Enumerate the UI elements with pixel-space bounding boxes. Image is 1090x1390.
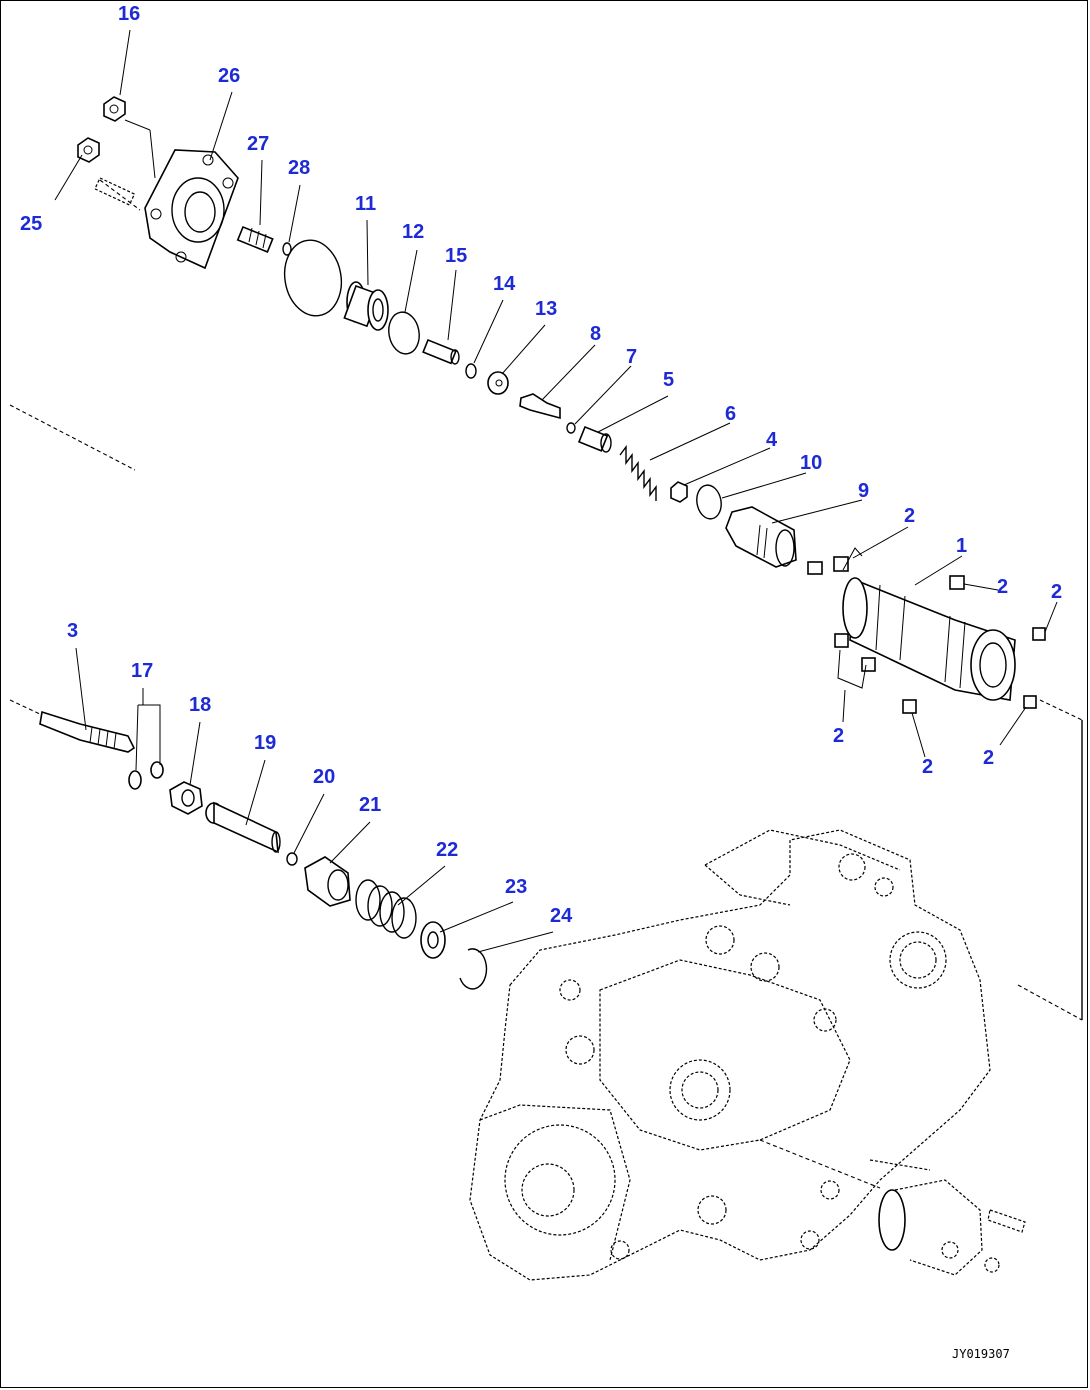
part-21-retainer bbox=[304, 856, 351, 907]
callout-2-c: 2 bbox=[1051, 581, 1062, 603]
part-12-oring bbox=[388, 311, 420, 355]
pump-body bbox=[469, 829, 1026, 1281]
plug-a bbox=[807, 561, 823, 575]
part-27-plug bbox=[236, 225, 274, 254]
part-6-spring bbox=[619, 444, 657, 501]
part-15-pin bbox=[422, 338, 460, 365]
callout-7: 7 bbox=[626, 346, 637, 368]
lower-assembly bbox=[9, 699, 488, 990]
part-17-pieces bbox=[128, 761, 164, 790]
part-1-body bbox=[842, 577, 1016, 701]
callout-20: 20 bbox=[313, 766, 335, 788]
callout-24: 24 bbox=[550, 905, 573, 927]
part-23-washer bbox=[420, 921, 446, 959]
callout-18: 18 bbox=[189, 694, 211, 716]
callout-12: 12 bbox=[402, 221, 424, 243]
pump-axis bbox=[759, 1139, 881, 1189]
part-3-spool bbox=[39, 710, 136, 753]
callout-22: 22 bbox=[436, 839, 458, 861]
callout-27: 27 bbox=[247, 133, 269, 155]
upper-assembly bbox=[9, 96, 1083, 1021]
part-10-oring bbox=[696, 484, 722, 520]
callout-11: 11 bbox=[355, 193, 376, 215]
callout-2-e: 2 bbox=[922, 756, 933, 778]
callout-6: 6 bbox=[725, 403, 736, 425]
part-24-snap-ring bbox=[459, 948, 488, 990]
part-11-sleeve bbox=[343, 281, 389, 331]
callout-4: 4 bbox=[766, 429, 778, 451]
callout-17: 17 bbox=[131, 660, 153, 682]
part-16-nut bbox=[103, 96, 126, 122]
callout-9: 9 bbox=[858, 480, 869, 502]
plug-f bbox=[861, 657, 876, 672]
callout-19: 19 bbox=[254, 732, 276, 754]
axis-return bbox=[1017, 984, 1083, 1021]
plug-g bbox=[902, 699, 917, 714]
callout-28: 28 bbox=[288, 157, 310, 179]
large-oring bbox=[283, 239, 343, 317]
part-9-sleeve bbox=[725, 506, 797, 568]
upper-axis-left bbox=[9, 404, 136, 471]
callout-14: 14 bbox=[493, 273, 516, 295]
part-14-oring bbox=[465, 363, 477, 379]
upper-axis-right bbox=[1039, 699, 1083, 721]
callout-1: 1 bbox=[956, 535, 967, 557]
part-28-oring bbox=[282, 242, 292, 256]
callout-8: 8 bbox=[590, 323, 601, 345]
part-7-ring bbox=[566, 422, 576, 434]
part-4-nut bbox=[670, 481, 688, 503]
part-2-plugs bbox=[807, 547, 1046, 714]
callout-2-a: 2 bbox=[904, 505, 915, 527]
callout-labels: 16 26 27 28 25 11 12 15 14 13 8 7 5 6 4 … bbox=[20, 3, 1062, 927]
callout-26: 26 bbox=[218, 65, 240, 87]
callout-23: 23 bbox=[505, 876, 527, 898]
lower-axis-left bbox=[9, 699, 43, 716]
callout-13: 13 bbox=[535, 298, 557, 320]
part-5-cap bbox=[577, 425, 612, 453]
part-25-nut bbox=[77, 137, 100, 163]
callout-10: 10 bbox=[800, 452, 822, 474]
part-13-seat bbox=[487, 371, 509, 395]
plug-h bbox=[1023, 695, 1037, 709]
part-26-cover bbox=[144, 149, 239, 270]
plug-e bbox=[834, 633, 849, 648]
plug-d bbox=[1032, 627, 1046, 641]
callout-3: 3 bbox=[67, 620, 78, 642]
part-18-nut bbox=[169, 781, 203, 815]
part-20-oring bbox=[286, 852, 298, 866]
leader-lines bbox=[54, 29, 1058, 953]
drawing-code: JY019307 bbox=[952, 1347, 1010, 1361]
part-19-rod bbox=[205, 801, 281, 854]
upper-axis-start bbox=[99, 179, 141, 211]
plug-c bbox=[949, 575, 965, 590]
callout-5: 5 bbox=[663, 369, 674, 391]
part-8-poppet bbox=[519, 393, 561, 420]
callout-16: 16 bbox=[118, 3, 140, 25]
callout-2-d: 2 bbox=[833, 725, 844, 747]
callout-15: 15 bbox=[445, 245, 467, 267]
callout-21: 21 bbox=[359, 794, 381, 816]
callout-2-f: 2 bbox=[983, 747, 994, 769]
callout-25: 25 bbox=[20, 213, 42, 235]
callout-2-b: 2 bbox=[997, 576, 1008, 598]
part-22-spring bbox=[355, 879, 417, 939]
